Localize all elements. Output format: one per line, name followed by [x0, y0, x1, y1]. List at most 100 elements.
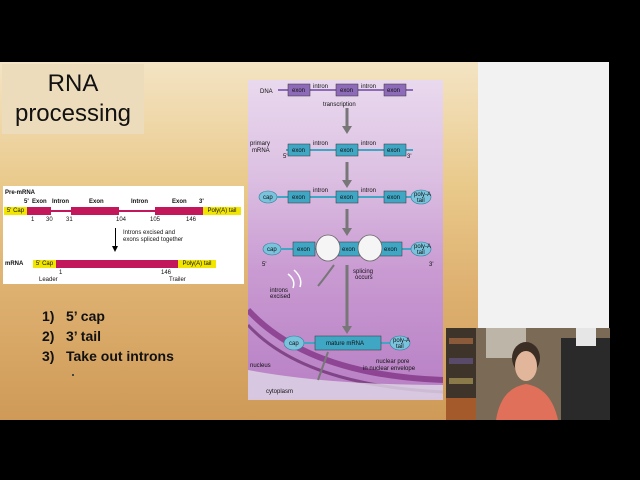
pre-exon-2 — [71, 207, 119, 215]
num-105: 105 — [150, 217, 161, 223]
pre-mrna-diagram: Pre-mRNA 5' Exon Intron Exon Intron Exon… — [3, 186, 244, 284]
title-line-2: processing — [14, 100, 132, 127]
excised-intron-loop-2 — [293, 269, 302, 288]
webcam-video — [446, 328, 610, 420]
nuclear-pore-label-1: nuclear pore — [376, 359, 410, 365]
arrow-1-head — [342, 126, 352, 134]
spliceosome-1 — [315, 234, 341, 262]
primary-exon-3-label: exon — [387, 148, 400, 154]
splice-exon-1-label: exon — [297, 247, 310, 253]
leader-label: Leader — [39, 277, 58, 283]
title-line-1: RNA — [47, 70, 99, 97]
poly-a-ellipse-row4 — [410, 241, 432, 257]
five-prime-label: 5' — [24, 199, 29, 205]
step-text: Take out introns — [66, 348, 174, 364]
poly-a-label-row5: poly-A — [393, 338, 410, 344]
mrna-label: mRNA — [5, 261, 24, 267]
cytoplasm-region — [248, 370, 443, 400]
slide: RNA processing Pre-mRNA 5' Exon Intron E… — [0, 62, 478, 420]
three-prime-label: 3' — [199, 199, 204, 205]
capped-exon-3 — [383, 190, 407, 204]
cytoplasm-label: cytoplasm — [266, 389, 293, 395]
transcription-label: transcription — [323, 102, 356, 108]
capped-intron-2-label: intron — [361, 188, 376, 194]
splice-exon-3-label: exon — [384, 247, 397, 253]
nuclear-pore-label-2: in nuclear envelope — [363, 366, 416, 372]
exon-2-label: Exon — [89, 199, 104, 205]
stray-dot — [72, 374, 74, 376]
dark-object — [561, 338, 610, 420]
introns-excised-label-2: excised — [270, 294, 290, 300]
capped-exon-1-label: exon — [292, 195, 305, 201]
splicing-label-1: splicing — [353, 269, 373, 275]
step-text: 5’ cap — [66, 308, 105, 324]
cap-label-row3: cap — [263, 195, 273, 201]
tail-label-row3: tail — [417, 198, 425, 204]
pre-exon-1 — [27, 207, 51, 215]
num-1: 1 — [31, 217, 35, 223]
spliceosome-2 — [357, 234, 383, 262]
poly-a-label-row4: poly-A — [414, 244, 431, 250]
step-number: 2) — [42, 328, 55, 344]
arrow-2-head — [342, 180, 352, 188]
splice-exon-1 — [292, 241, 316, 257]
dna-exon-1-label: exon — [292, 88, 305, 94]
step-item: 2)3’ tail — [42, 326, 174, 346]
mrna-exons — [56, 260, 178, 268]
dna-exon-2-label: exon — [340, 88, 353, 94]
excised-intron-loop-1 — [287, 273, 295, 289]
step-item: 1) 5’ cap — [42, 306, 174, 326]
pre-intron-1 — [51, 210, 71, 212]
primary-intron-2-label: intron — [361, 141, 376, 147]
intron-2-label: Intron — [131, 199, 148, 205]
arrow-3-head — [342, 228, 352, 236]
down-arrow-head — [112, 246, 118, 252]
dna-exon-2 — [335, 83, 359, 97]
cap-label-row5: cap — [289, 341, 299, 347]
wall-picture — [576, 328, 596, 346]
pre-mrna-label: Pre-mRNA — [5, 190, 36, 196]
export-arrow — [317, 351, 329, 381]
num-30: 30 — [46, 217, 53, 223]
down-arrow-shaft — [115, 228, 116, 248]
pre-five-cap: 5' Cap — [4, 207, 27, 215]
face — [515, 351, 537, 381]
pre-intron-2 — [119, 210, 155, 212]
primary-exon-1-label: exon — [292, 148, 305, 154]
rna-processing-figure: DNA exon intron exon intron exon transcr… — [248, 80, 443, 400]
primary-exon-3 — [383, 143, 407, 157]
primary-mrna-label-2: mRNA — [252, 148, 270, 154]
arrow-4-head — [342, 326, 352, 334]
introns-excised-label-1: introns — [270, 288, 288, 294]
primary-exon-2 — [335, 143, 359, 157]
primary-exon-1 — [287, 143, 311, 157]
poly-a-ellipse-row5 — [389, 335, 411, 351]
nuclear-envelope-outer — [248, 307, 443, 383]
num-146: 146 — [186, 217, 197, 223]
capped-intron-1-label: intron — [313, 188, 328, 194]
dna-exon-3 — [383, 83, 407, 97]
tail-label-row4: tail — [417, 250, 425, 256]
dna-label: DNA — [260, 89, 273, 95]
capped-exon-2-label: exon — [340, 195, 353, 201]
pre-poly-a-tail: Poly(A) tail — [203, 207, 241, 215]
step-number: 3) — [42, 348, 55, 364]
primary-mrna-label-1: primary — [250, 141, 270, 147]
num-31: 31 — [66, 217, 73, 223]
steps-list: 1) 5’ cap 2)3’ tail 3) Take out introns — [42, 306, 174, 366]
mrna-poly-a-tail: Poly(A) tail — [178, 260, 216, 268]
mrna-five-cap: 5' Cap — [33, 260, 56, 268]
step-number: 1) — [42, 308, 55, 324]
exon-3-label: Exon — [172, 199, 187, 205]
arrow-text-1: Introns excised and — [123, 230, 176, 236]
dna-intron-1-label: intron — [313, 84, 328, 90]
poly-a-ellipse-row3 — [410, 189, 432, 205]
step-item: 3) Take out introns — [42, 346, 174, 366]
dna-intron-2-label: intron — [361, 84, 376, 90]
dna-exon-1 — [287, 83, 311, 97]
primary-five-label: 5' — [283, 154, 287, 160]
mrna-num-1: 1 — [59, 270, 63, 276]
num-104: 104 — [116, 217, 127, 223]
capped-exon-2 — [335, 190, 359, 204]
primary-exon-2-label: exon — [340, 148, 353, 154]
